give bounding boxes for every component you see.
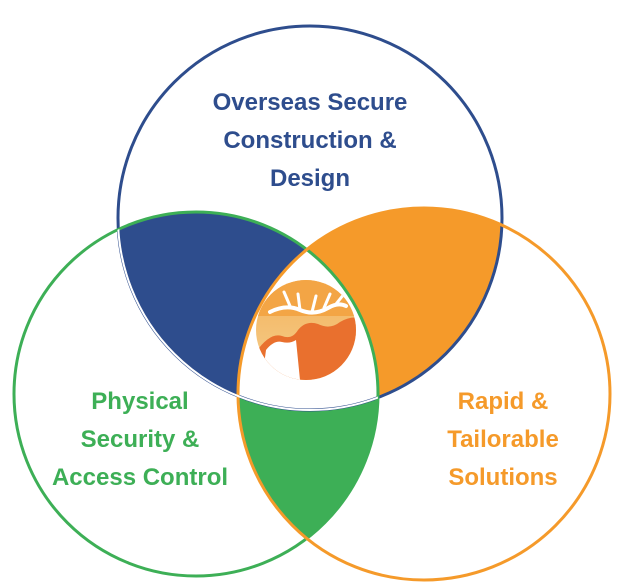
label-left-line-3: Access Control [51,464,229,491]
circle-right-outline [236,206,612,582]
label-top-line-3: Design [269,165,350,192]
label-left-line-2: Security & [80,426,200,453]
label-top-line-2: Construction & [223,127,397,154]
label-top-line-1: Overseas Secure [212,89,408,116]
label-right-line-3: Solutions [448,464,558,491]
circle-left-outline [12,210,380,578]
label-overseas-secure-construction-design: Overseas Secure Construction & Design [160,84,460,198]
label-rapid-tailorable-solutions: Rapid & Tailorable Solutions [378,383,620,497]
label-right-line-2: Tailorable [447,426,559,453]
label-right-line-1: Rapid & [457,388,549,415]
label-physical-security-access-control: Physical Security & Access Control [20,383,260,497]
label-left-line-1: Physical [91,388,189,415]
